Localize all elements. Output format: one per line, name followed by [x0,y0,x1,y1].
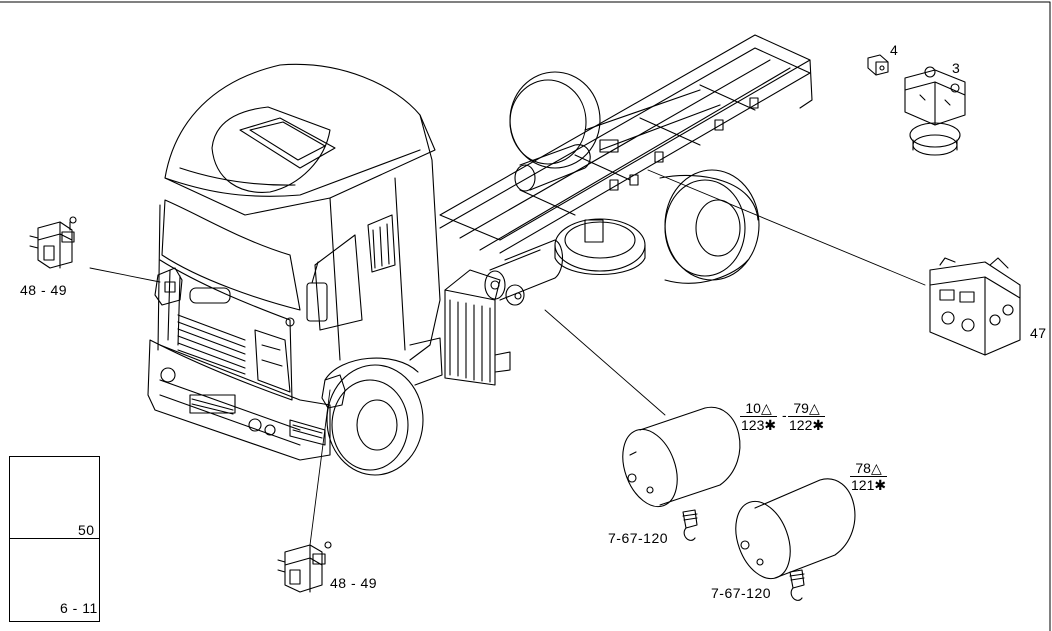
valve-48-49-bottom [277,541,332,593]
spare-tyre [554,218,646,275]
valve-48-49-left [29,216,77,269]
fitting-4 [867,54,889,76]
tank1-ref-b-den: 122✱ [789,417,825,433]
callout-modulator-47: 47 [1030,325,1047,341]
leader-lines [89,169,926,546]
drain-fitting-2 [789,569,805,601]
valve-on-cab [154,267,183,306]
callout-tank-fitting-1: 7-67-120 [608,530,669,546]
tank1-ref-separator: - [782,407,787,423]
callout-tank-fitting-2: 7-67-120 [711,585,772,601]
inset-box-switch [9,456,100,540]
tank2-ref-num: 78△ [850,460,888,477]
air-tank-1 [622,406,741,508]
drain-fitting-1 [682,509,698,541]
modulator-47 [929,257,1021,356]
tank1-ref-b-num: 79△ [788,400,826,417]
callout-valve-bottom: 48 - 49 [330,575,378,591]
rear-wheels [509,71,760,284]
tank2-ref: 78△ 121✱ [850,460,888,493]
valve-on-bumper [321,374,346,409]
chassis-tanks [484,144,591,306]
inset-box-sensor [9,538,100,622]
truck-cab [147,63,443,461]
tank1-ref-a-num: 10△ [740,400,778,417]
tank1-ref-a-den: 123✱ [741,417,777,433]
callout-valve-left: 48 - 49 [20,282,68,298]
tank2-ref-den: 121✱ [851,477,887,493]
side-box [444,269,511,386]
brake-chamber-3 [904,66,966,156]
callout-brake-chamber-3: 3 [952,60,961,76]
chassis-frame [439,34,813,254]
air-tank-2 [735,478,856,580]
front-wheel [324,357,424,476]
callout-fitting-4: 4 [890,42,899,58]
tank1-ref-b: 79△ 122✱ [788,400,826,433]
callout-switch-50: 50 [78,522,95,538]
callout-sensor-6-11: 6 - 11 [60,600,98,616]
tank1-ref-a: 10△ 123✱ [740,400,778,433]
